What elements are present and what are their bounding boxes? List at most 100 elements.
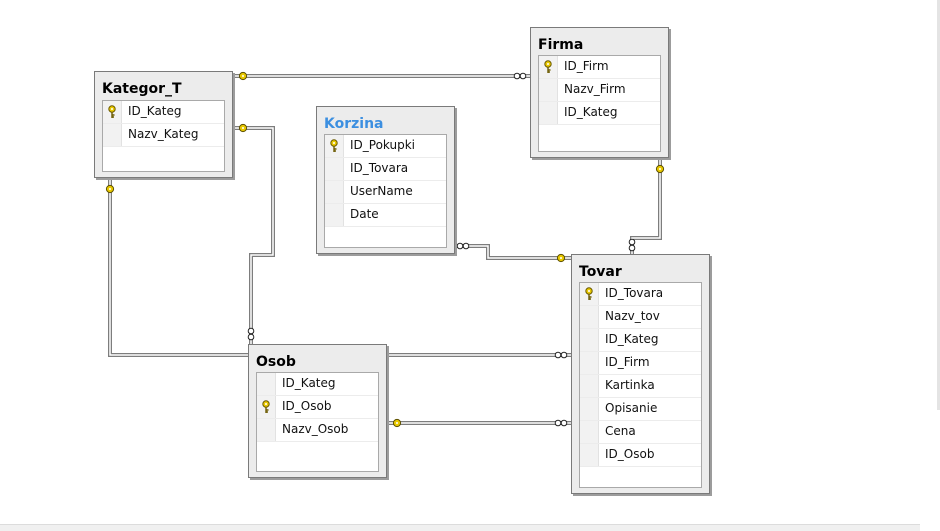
row-selector — [539, 56, 558, 78]
row-selector — [539, 79, 558, 101]
primary-key-icon — [108, 105, 116, 118]
column-name: ID_Osob — [605, 447, 655, 461]
many-end-infinity-icon — [554, 351, 568, 359]
one-end-key-icon — [238, 123, 248, 133]
many-end-infinity-icon — [513, 72, 527, 80]
row-selector — [257, 373, 276, 395]
one-end-key-icon — [392, 418, 402, 428]
vertical-scrollbar[interactable] — [937, 0, 940, 410]
row-selector — [580, 421, 599, 443]
relationship-kategor-firma[interactable] — [233, 71, 530, 81]
column-name: ID_Kateg — [282, 376, 336, 390]
column-name: Date — [350, 207, 379, 221]
row-selector — [580, 306, 599, 328]
primary-key-icon — [262, 400, 270, 413]
column-row[interactable]: ID_Firm — [580, 352, 701, 375]
column-name: ID_Pokupki — [350, 138, 416, 152]
column-name: Nazv_tov — [605, 309, 660, 323]
one-end-key-icon — [105, 184, 115, 194]
horizontal-scrollbar[interactable] — [0, 524, 920, 531]
column-row[interactable]: ID_Kateg — [580, 329, 701, 352]
row-selector — [580, 444, 599, 466]
table-title: Osob — [256, 354, 296, 370]
column-row[interactable]: Cena — [580, 421, 701, 444]
row-selector — [325, 181, 344, 203]
many-end-infinity-icon — [247, 327, 255, 341]
column-row[interactable]: Nazv_Firm — [539, 79, 660, 102]
column-name: ID_Tovara — [350, 161, 409, 175]
many-end-infinity-icon — [456, 242, 470, 250]
relationship-tovar-korzina[interactable] — [455, 242, 571, 263]
column-row[interactable]: Nazv_Osob — [257, 419, 378, 442]
relationship-kategor-osob[interactable] — [233, 123, 275, 344]
column-name: Opisanie — [605, 401, 658, 415]
column-name: ID_Firm — [605, 355, 650, 369]
row-selector — [257, 396, 276, 418]
row-selector — [580, 398, 599, 420]
one-end-key-icon — [655, 164, 665, 174]
column-name: ID_Kateg — [605, 332, 659, 346]
one-end-key-icon — [238, 71, 248, 81]
table-title: Tovar — [579, 264, 622, 280]
row-selector — [325, 158, 344, 180]
row-selector — [325, 204, 344, 226]
relationship-kategor-tovar[interactable] — [105, 178, 571, 359]
column-name: ID_Tovara — [605, 286, 664, 300]
primary-key-icon — [330, 139, 338, 152]
column-row[interactable]: ID_Osob — [257, 396, 378, 419]
column-name: Kartinka — [605, 378, 655, 392]
row-selector — [580, 352, 599, 374]
row-selector — [325, 135, 344, 157]
relationship-osob-tovar[interactable] — [387, 418, 571, 428]
column-row[interactable]: Nazv_Kateg — [103, 124, 224, 147]
column-row[interactable]: ID_Firm — [539, 56, 660, 79]
column-name: UserName — [350, 184, 413, 198]
column-name: Cena — [605, 424, 636, 438]
row-selector — [539, 102, 558, 124]
table-title: Korzina — [324, 116, 384, 132]
column-row[interactable]: ID_Tovara — [580, 283, 701, 306]
column-row[interactable]: ID_Kateg — [103, 101, 224, 124]
row-selector — [103, 101, 122, 123]
column-row[interactable]: ID_Pokupki — [325, 135, 446, 158]
table-title: Kategor_T — [102, 81, 182, 97]
column-name: ID_Firm — [564, 59, 609, 73]
column-row[interactable]: Kartinka — [580, 375, 701, 398]
many-end-infinity-icon — [628, 238, 636, 252]
column-name: ID_Kateg — [564, 105, 618, 119]
column-name: ID_Osob — [282, 399, 332, 413]
column-name: Nazv_Kateg — [128, 127, 199, 141]
row-selector — [580, 375, 599, 397]
column-row[interactable]: ID_Kateg — [257, 373, 378, 396]
column-row[interactable]: Date — [325, 204, 446, 227]
primary-key-icon — [585, 287, 593, 300]
row-selector — [257, 419, 276, 441]
column-row[interactable]: ID_Tovara — [325, 158, 446, 181]
column-row[interactable]: Opisanie — [580, 398, 701, 421]
column-name: ID_Kateg — [128, 104, 182, 118]
primary-key-icon — [544, 60, 552, 73]
row-selector — [580, 329, 599, 351]
column-row[interactable]: ID_Kateg — [539, 102, 660, 125]
row-selector — [103, 124, 122, 146]
one-end-key-icon — [556, 253, 566, 263]
many-end-infinity-icon — [554, 419, 568, 427]
column-row[interactable]: UserName — [325, 181, 446, 204]
row-selector — [580, 283, 599, 305]
column-name: Nazv_Firm — [564, 82, 626, 96]
column-row[interactable]: Nazv_tov — [580, 306, 701, 329]
table-title: Firma — [538, 37, 584, 53]
column-row[interactable]: ID_Osob — [580, 444, 701, 467]
relationship-firma-tovar[interactable] — [628, 158, 665, 254]
